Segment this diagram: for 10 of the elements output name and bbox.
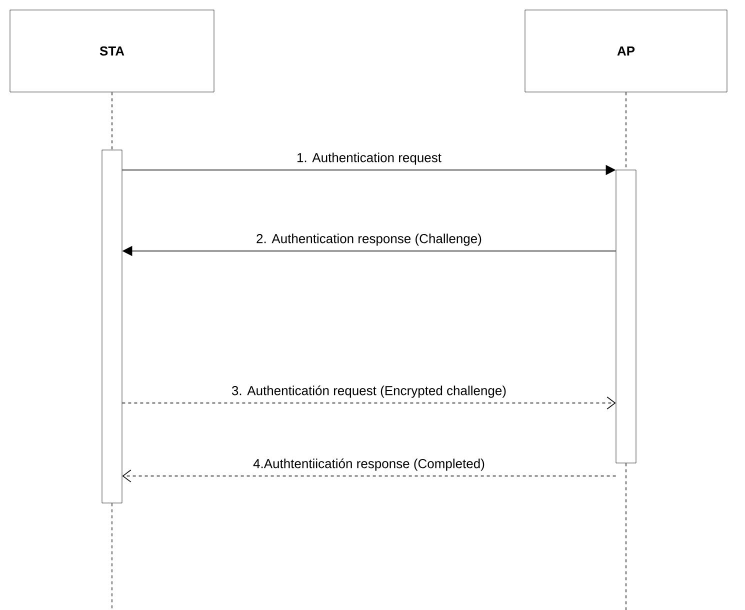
activation-bar [616,170,636,464]
message-arrow [122,396,616,410]
edge-label: 2. Authentication response (Challenge) [255,232,483,247]
edge-label: 4.Authtentiicatión response (Completed) [252,458,486,472]
lifeline-header-box: AP [524,10,728,92]
edge-label: 1. Authentication request [296,152,443,166]
message-arrow [122,470,616,482]
lifeline-header-box: STA [10,10,214,92]
activation-bar [102,150,122,504]
edge-label: 3. Authenticatión request (Encrypted challenge) [230,384,508,399]
